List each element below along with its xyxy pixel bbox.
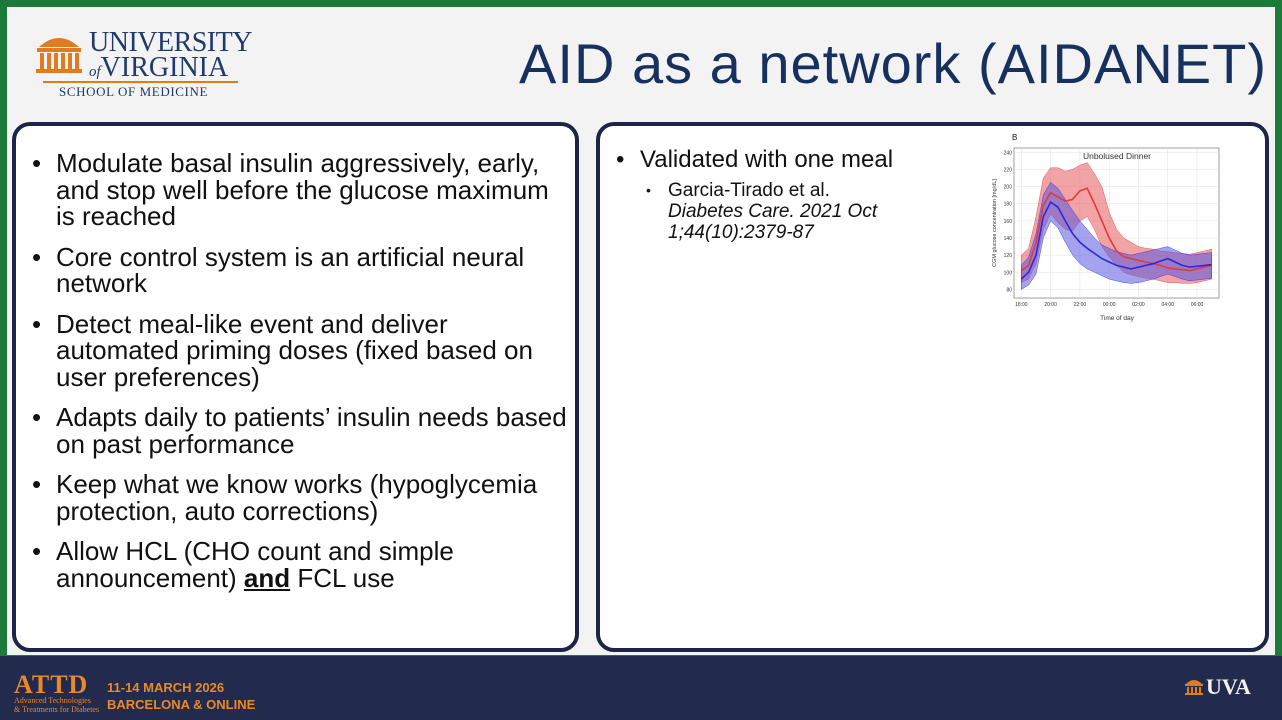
y-tick-label: 140 [1004, 236, 1013, 242]
list-item: Keep what we know works (hypoglycemia pr… [30, 471, 570, 524]
glucose-chart: B 18:00 20:00 22:00 00:00 02:00 04:00 06:00 80… [992, 133, 1220, 322]
list-item: Modulate basal insulin aggressively, ear… [30, 150, 570, 230]
chart-lines [1020, 187, 1212, 280]
chart-title: Unbolused Dinner [1083, 151, 1151, 161]
list-item: Core control system is an artificial neu… [30, 243, 570, 297]
reference-volume: 1;44(10):2379-87 [668, 222, 814, 243]
list-item: Adapts daily to patients’ insulin needs … [30, 404, 570, 457]
slide-title: AID as a network (AIDANET) [519, 32, 1267, 95]
y-tick-label: 80 [1006, 287, 1012, 293]
x-tick-label: 22:00 [1074, 302, 1087, 308]
left-panel: Modulate basal insulin aggressively, ear… [12, 122, 579, 652]
x-tick-label: 20:00 [1044, 302, 1057, 308]
reference: • Garcia-Tirado et al. Diabetes Care. 20… [646, 180, 878, 243]
y-tick-label: 240 [1004, 150, 1013, 156]
emphasis-and: and [243, 562, 291, 593]
right-panel: •Validated with one meal • Garcia-Tirado… [596, 122, 1269, 652]
x-tick-label: 18:00 [1015, 302, 1028, 308]
rotunda-icon [36, 38, 82, 73]
attd-logo: ATTD [14, 670, 89, 699]
logo-virginia: ofVIRGINIA [89, 52, 229, 83]
rotunda-icon [1185, 680, 1203, 695]
y-axis-label: CGM glucose concentration [mg/dL] [992, 179, 998, 267]
logo-university: UNIVERSITY [89, 27, 253, 58]
conference-dates: 11-14 MARCH 2026 [107, 680, 225, 695]
x-ticks: 18:00 20:00 22:00 00:00 02:00 04:00 06:00 [1015, 302, 1203, 308]
chart-panel-letter: B [1012, 133, 1017, 142]
y-tick-label: 120 [1004, 253, 1013, 259]
x-tick-label: 04:00 [1161, 302, 1174, 308]
list-item: Allow HCL (CHO count and simple announce… [30, 538, 570, 591]
y-tick-label: 100 [1004, 270, 1013, 276]
series-line-1 [1020, 200, 1212, 280]
slide: UNIVERSITY ofVIRGINIA SCHOOL OF MEDICINE… [7, 7, 1275, 655]
x-tick-label: 06:00 [1191, 302, 1204, 308]
university-logo: UNIVERSITY ofVIRGINIA SCHOOL OF MEDICINE [35, 27, 253, 107]
reference-journal: Diabetes Care. 2021 Oct [668, 201, 878, 222]
y-tick-label: 200 [1004, 185, 1013, 191]
uva-footer-logo: UVA [1206, 674, 1251, 699]
logo-school: SCHOOL OF MEDICINE [59, 84, 208, 99]
logo-divider [43, 81, 238, 83]
series-line-0 [1020, 187, 1212, 272]
x-axis-label: Time of day [1100, 315, 1134, 322]
list-item: Detect meal-like event and deliver autom… [30, 310, 570, 391]
bullet-list: Modulate basal insulin aggressively, ear… [30, 150, 570, 605]
y-ticks: 80 100 120 140 160 180 200 220 240 [1004, 150, 1013, 293]
attd-tagline: Advanced Technologies& Treatments for Di… [14, 696, 100, 714]
reference-author: Garcia-Tirado et al. [668, 180, 830, 201]
conference-location: BARCELONA & ONLINE [107, 697, 256, 712]
footer: ATTD Advanced Technologies& Treatments f… [0, 656, 1282, 720]
chart-bands [1021, 162, 1212, 290]
x-tick-label: 02:00 [1132, 302, 1145, 308]
x-tick-label: 00:00 [1103, 302, 1116, 308]
y-tick-label: 180 [1004, 202, 1013, 208]
series-band-1 [1021, 181, 1212, 290]
y-tick-label: 160 [1004, 219, 1013, 225]
y-tick-label: 220 [1004, 167, 1013, 173]
